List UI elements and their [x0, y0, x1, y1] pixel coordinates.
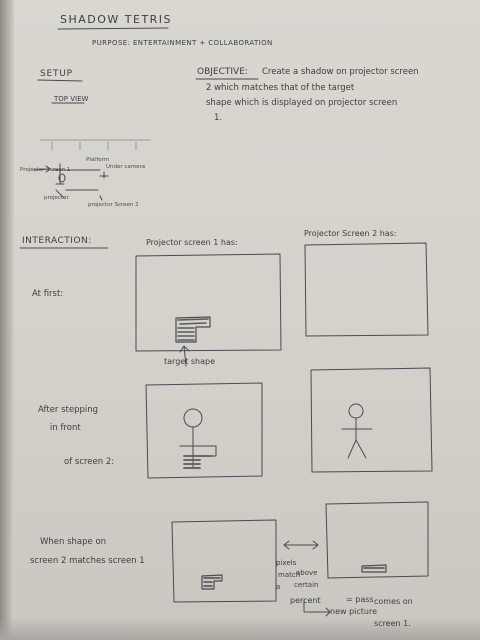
interaction-heading: INTERACTION: — [22, 236, 92, 246]
purpose-line: PURPOSE: ENTERTAINMENT + COLLABORATION — [92, 39, 273, 47]
column-header-screen1: Projector screen 1 has: — [146, 238, 238, 247]
top-view-label: TOP VIEW — [54, 95, 89, 103]
screen1-frame-row2 — [145, 382, 263, 479]
pixels-note-2: match — [278, 571, 301, 579]
target-arrow — [179, 345, 190, 367]
setup-heading: SETUP — [40, 69, 73, 79]
title-underline — [57, 27, 169, 30]
row-label-after-1: After stepping — [38, 405, 99, 415]
screen1-frame-row1 — [135, 253, 282, 352]
pixels-note-7: = pass — [346, 595, 374, 604]
row-label-at-first: At first: — [32, 289, 64, 299]
matched-shape-screen2 — [361, 564, 387, 573]
pixels-note-6: percent — [290, 596, 321, 605]
setup-diagram — [33, 139, 151, 201]
target-shape-label: target shape — [164, 357, 216, 366]
pixels-note-8: new picture — [330, 607, 378, 616]
page-shadow-bottom — [0, 618, 480, 640]
diagram-label-camera: Under camera — [106, 164, 146, 170]
stick-figure-screen2 — [341, 403, 373, 459]
diagram-label-projector: projector — [44, 195, 69, 201]
page-title: SHADOW TETRIS — [60, 13, 173, 26]
target-shape-row1 — [175, 316, 211, 343]
objective-line-2: 2 which matches that of the target — [206, 83, 355, 93]
objective-label: OBJECTIVE: — [197, 67, 248, 77]
page-shadow-left — [0, 0, 14, 640]
row-label-when-1: When shape on — [40, 537, 107, 547]
row-label-when-2: screen 2 matches screen 1 — [30, 556, 145, 566]
row-label-after-3: of screen 2: — [64, 457, 115, 467]
pixels-note-3: a — [276, 583, 281, 591]
pixels-note-9: comes on — [374, 597, 413, 606]
diagram-label-platform: Platform — [86, 157, 110, 163]
double-arrow — [283, 540, 319, 550]
screen2-frame-row1 — [304, 242, 429, 337]
screen2-frame-row2 — [310, 367, 433, 473]
matched-shape-screen1 — [201, 574, 223, 590]
objective-line-4: 1. — [214, 113, 223, 123]
diagram-label-screen2: projector Screen 2 — [88, 202, 139, 208]
pixels-note-1: pixels — [276, 559, 297, 567]
diagram-label-screen1: Projector Screen 1 — [20, 167, 71, 173]
screen1-frame-row3 — [171, 519, 277, 603]
screen2-frame-row3 — [325, 501, 429, 579]
pixels-note-5: certain — [294, 581, 319, 589]
pixels-note-10: screen 1. — [374, 619, 411, 628]
objective-line-3: shape which is displayed on projector sc… — [206, 98, 398, 108]
column-header-screen2: Projector Screen 2 has: — [304, 229, 397, 238]
row-label-after-2: in front — [50, 423, 81, 433]
setup-underline — [37, 79, 83, 82]
new-picture-arrow — [303, 599, 331, 617]
stick-figure-screen1 — [179, 408, 217, 469]
pixels-note-4: above — [296, 569, 318, 577]
objective-line-1: Create a shadow on projector screen — [262, 67, 419, 77]
